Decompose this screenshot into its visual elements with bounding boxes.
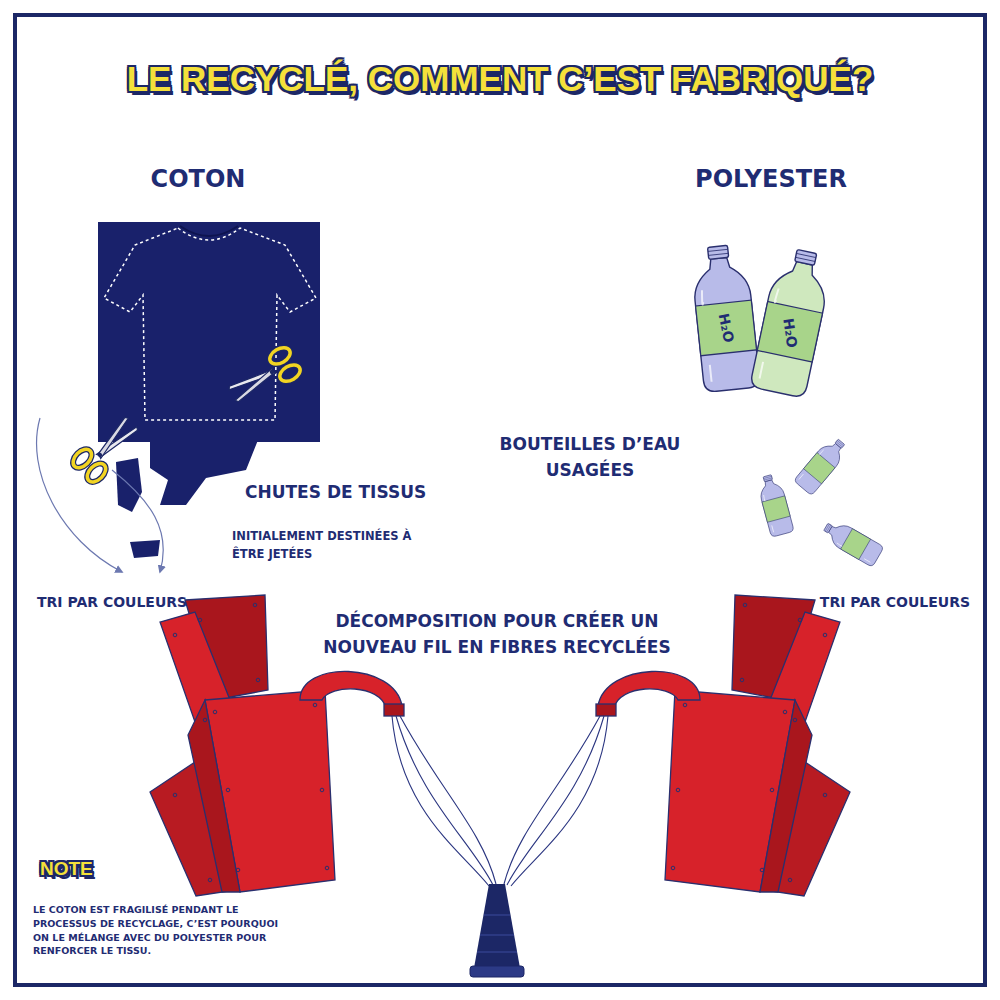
- column-heading: POLYESTER: [695, 165, 847, 194]
- collar: [180, 226, 238, 236]
- water-bottle: [750, 246, 835, 398]
- scissors: [224, 344, 303, 409]
- yarn-spool: [470, 884, 524, 977]
- step-label: DÉCOMPOSITION POUR CRÉER UN NOUVEAU FIL …: [317, 608, 677, 661]
- title-text: LE RECYCLÉ, COMMENT C’EST FABRIQUÉ?: [127, 58, 874, 100]
- step-label: TRI PAR COULEURS: [37, 594, 187, 611]
- sorting-lines: [37, 418, 164, 572]
- torn-strip: [150, 440, 258, 505]
- bottle-text: H₂O: [780, 317, 801, 349]
- step-label: BOUTEILLES D’EAU USAGÉES: [485, 432, 695, 483]
- column-heading: COTON: [151, 165, 246, 194]
- step-label: CHUTES DE TISSUS: [245, 482, 426, 502]
- step-note: INITIALEMENT DESTINÉES À ÊTRE JETÉES: [232, 527, 432, 564]
- fabric: [98, 222, 320, 442]
- shirt-outline: [104, 228, 316, 420]
- small-bottle: [756, 473, 794, 538]
- spool-cone: [474, 884, 520, 968]
- small-bottle: [794, 434, 851, 495]
- step-label: TRI PAR COULEURS: [820, 594, 970, 611]
- spool-wrap: [477, 915, 517, 952]
- spool-base: [470, 966, 524, 977]
- bottle-text: H₂O: [715, 312, 738, 345]
- note-text: LE COTON EST FRAGILISÉ PENDANT LE PROCES…: [33, 903, 283, 958]
- scissors: [70, 410, 145, 485]
- scrap: [130, 540, 160, 558]
- fabric-scraps: [116, 458, 160, 558]
- water-bottle: [690, 243, 761, 392]
- small-bottle: [820, 517, 884, 568]
- sort-arrow: [112, 470, 163, 572]
- frame: [15, 15, 985, 985]
- note-heading: NOTE: [40, 858, 93, 881]
